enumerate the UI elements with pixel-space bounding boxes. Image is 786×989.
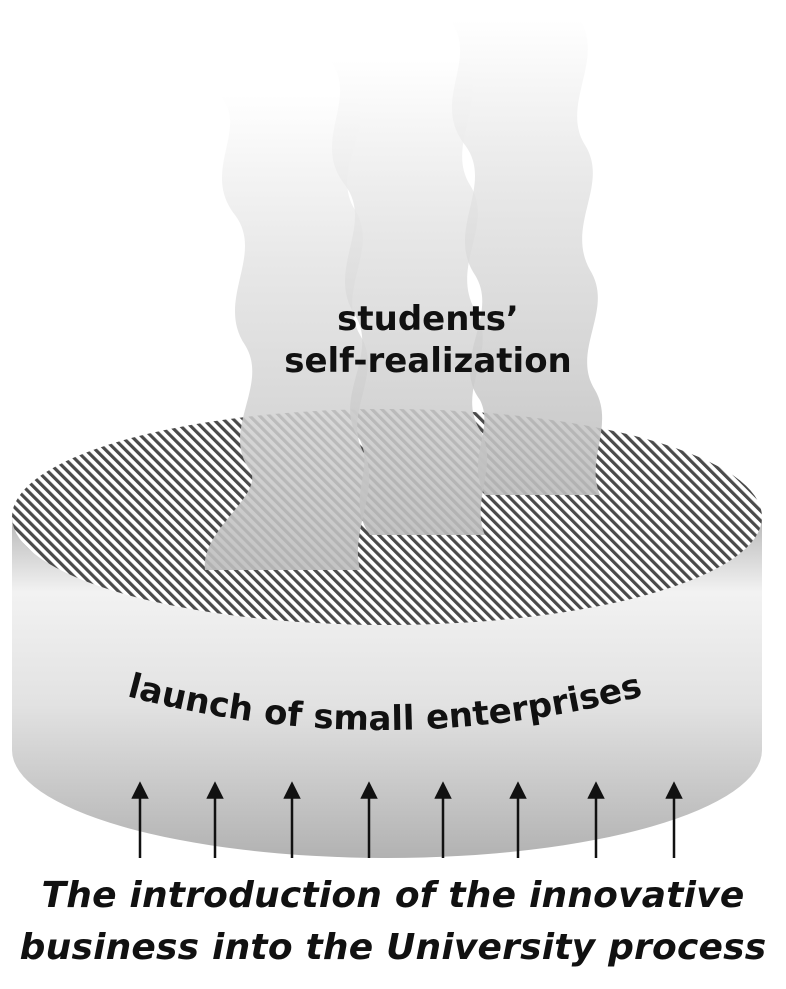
caption-line-2: business into the University process [19,927,767,968]
steam-columns [204,20,603,570]
steam-column-3 [450,20,603,495]
arrow-group [131,781,683,858]
steam-column-1 [204,95,370,570]
caption-line-1: The introduction of the innovative [41,875,745,916]
top-label-line-1: students’ [337,299,519,339]
steam-column-2 [330,60,488,535]
top-label-line-2: self-realization [284,341,572,381]
